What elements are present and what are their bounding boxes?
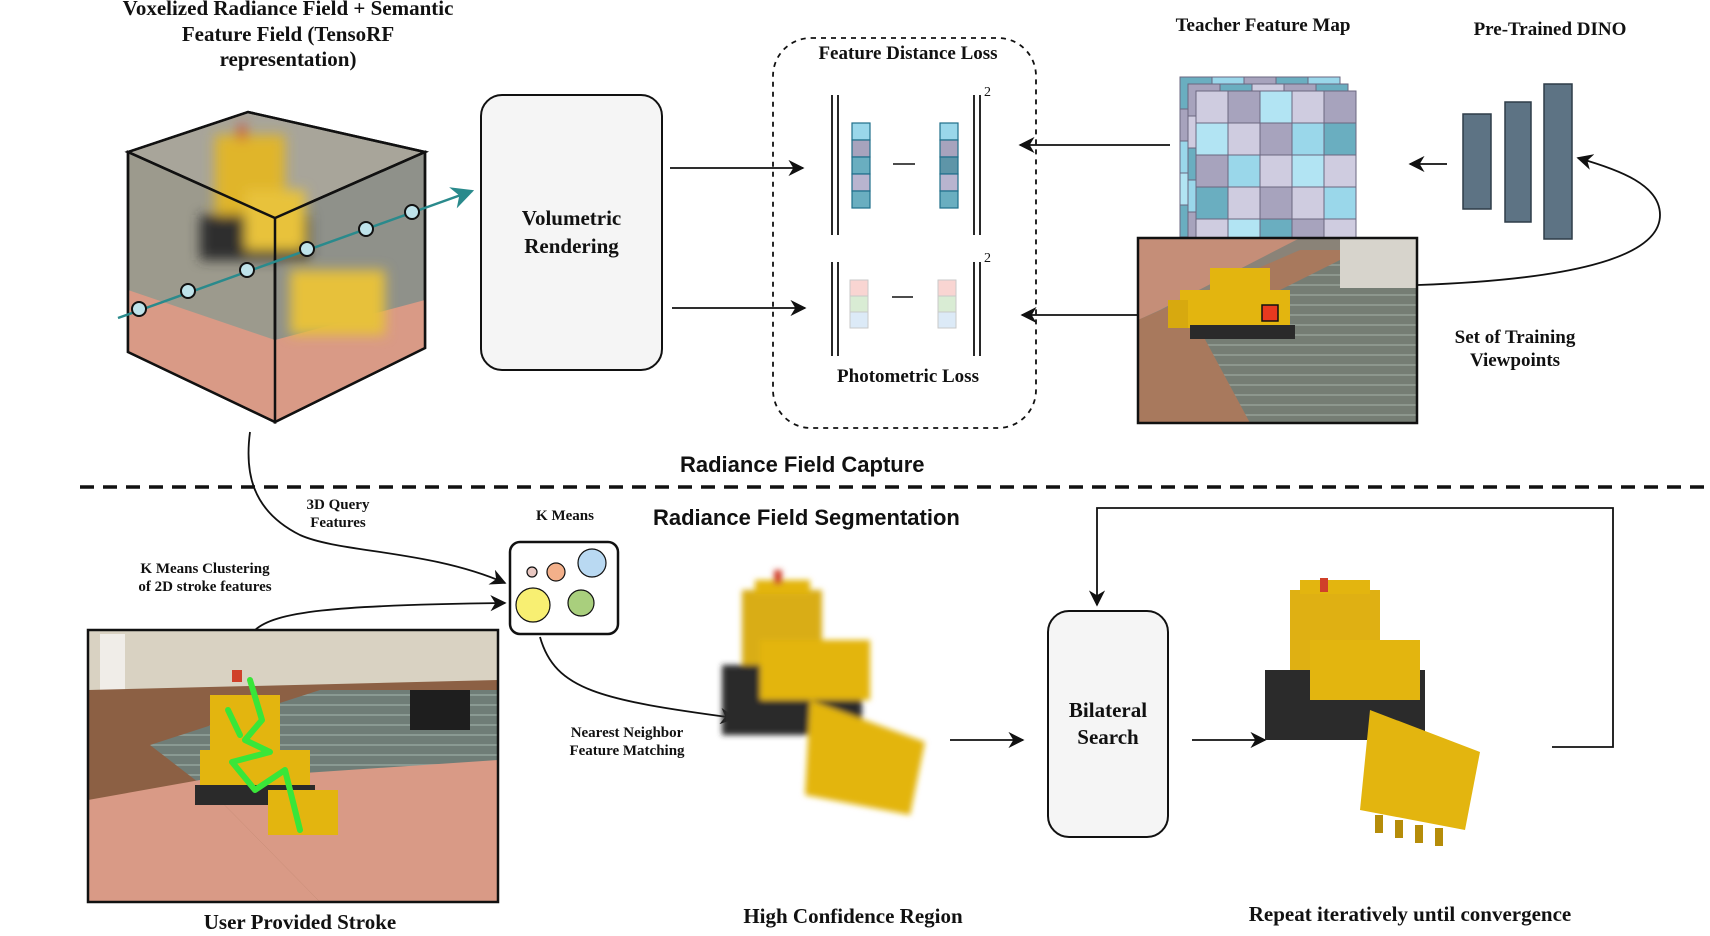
high-confidence-toy-image <box>722 570 925 815</box>
dino-network-icon <box>1462 83 1573 240</box>
repeat-label: Repeat iteratively until convergence <box>1248 902 1572 926</box>
feature-map-cell <box>1291 186 1325 220</box>
kmeans-2d-label: K Means Clustering of 2D stroke features <box>138 561 272 596</box>
bilateral-search-box: Bilateral Search <box>1047 610 1169 838</box>
feature-map-cell <box>1227 122 1261 156</box>
teacher-feature-map-label: Teacher Feature Map <box>1175 15 1351 36</box>
feature-map-cell <box>1291 154 1325 188</box>
feature-map-cell <box>1323 122 1357 156</box>
user-stroke-label: User Provided Stroke <box>203 910 397 934</box>
feature-map-cell <box>1195 186 1229 220</box>
feature-map-cell <box>1195 154 1229 188</box>
views-to-dino-arrow <box>1417 154 1661 286</box>
stroke-features-arrow <box>254 595 507 631</box>
voxel-cube <box>124 110 429 425</box>
feature-map-cell <box>1259 122 1293 156</box>
feature-map-cell <box>1291 90 1325 124</box>
feature-map-cell <box>1323 186 1357 220</box>
feature-map-cell <box>1259 90 1293 124</box>
capture-section-title: Radiance Field Capture <box>680 452 925 477</box>
feature-distance-loss-label: Feature Distance Loss <box>818 43 998 64</box>
feature-map-cell <box>1195 90 1229 124</box>
training-viewpoints-label: Set of Training Viewpoints <box>1454 327 1576 372</box>
kmeans-label: K Means <box>536 508 594 524</box>
photometric-loss-exponent: 2 <box>984 251 991 266</box>
high-confidence-label: High Confidence Region <box>743 904 963 928</box>
loss-container <box>772 37 1037 429</box>
voxel-field-title: Voxelized Radiance Field + Semantic Feat… <box>122 0 454 72</box>
training-view-image <box>1136 236 1419 425</box>
feature-map-cell <box>1227 90 1261 124</box>
nearest-neighbor-label: Nearest Neighbor Feature Matching <box>569 725 685 760</box>
teacher-feature-map <box>1179 76 1357 252</box>
photometric-loss-formula <box>831 262 981 356</box>
pretrained-dino-label: Pre-Trained DINO <box>1473 19 1627 40</box>
feature-map-cell <box>1323 154 1357 188</box>
volumetric-rendering-box: Volumetric Rendering <box>480 94 663 371</box>
feature-loss-formula <box>831 95 981 235</box>
feature-map-cell <box>1259 186 1293 220</box>
feature-map-cell <box>1259 154 1293 188</box>
photometric-loss-label: Photometric Loss <box>837 366 979 387</box>
feature-map-cell <box>1323 90 1357 124</box>
iteration-loop-arrow <box>1088 507 1614 748</box>
query-features-arrow <box>247 431 507 585</box>
segmentation-section-title: Radiance Field Segmentation <box>653 505 960 530</box>
feature-map-cell <box>1227 186 1261 220</box>
feature-map-cell <box>1291 122 1325 156</box>
kmeans-clusters-icon <box>508 540 620 636</box>
query-features-label: 3D Query Features <box>306 497 370 532</box>
refined-toy-image <box>1265 578 1480 846</box>
sample-ray <box>117 187 475 320</box>
kmeans-to-matching-arrow <box>539 636 737 725</box>
feature-loss-exponent: 2 <box>984 85 991 100</box>
feature-map-cell <box>1195 122 1229 156</box>
user-stroke-image <box>86 628 500 904</box>
feature-map-cell <box>1227 154 1261 188</box>
